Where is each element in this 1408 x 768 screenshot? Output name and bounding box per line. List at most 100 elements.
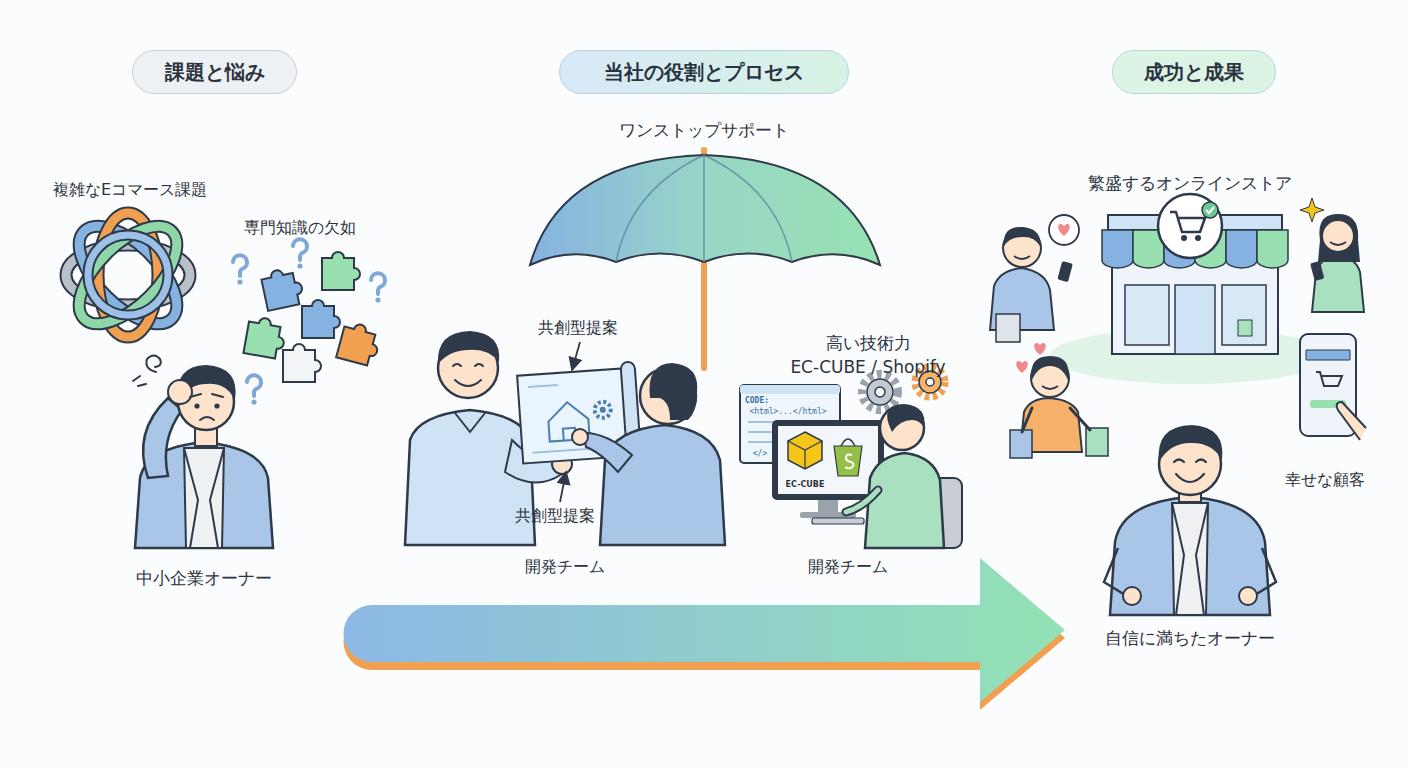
front-monitor — [845, 454, 854, 468]
umbrella — [530, 155, 880, 265]
mobile-store — [1337, 402, 1366, 440]
puzzle-pieces — [302, 300, 340, 338]
header-text: 課題と悩み — [165, 59, 265, 86]
front-monitor — [818, 500, 838, 514]
developer — [887, 404, 924, 432]
blueprint — [594, 401, 611, 418]
worried-owner — [184, 448, 224, 548]
worried-owner — [194, 403, 199, 408]
leader-arrow — [560, 342, 580, 502]
consultant — [455, 413, 485, 432]
worried-owner — [184, 448, 224, 548]
happy-customer — [990, 198, 1364, 458]
happy-customer — [1330, 242, 1346, 245]
happy-customer — [1310, 261, 1324, 281]
front-monitor — [834, 446, 862, 476]
front-monitor — [788, 441, 822, 469]
developer — [812, 404, 962, 548]
tangled-knot — [88, 235, 168, 315]
mobile-store — [1316, 372, 1342, 386]
worried-owner — [214, 403, 219, 408]
tangled-knot — [88, 235, 168, 315]
client — [583, 433, 632, 472]
code-monitor — [740, 385, 840, 394]
happy-customer — [996, 314, 1020, 342]
happy-customer — [1042, 386, 1058, 389]
worried-owner — [190, 394, 223, 420]
online-store — [1238, 320, 1252, 336]
leader-arrow — [572, 342, 580, 370]
caption-label: 繁盛するオンラインストア — [1088, 172, 1292, 195]
happy-customer — [1004, 227, 1040, 246]
caption-label: ワンストップサポート — [619, 119, 789, 142]
confident-owner — [1172, 503, 1208, 615]
process-arrow — [344, 558, 1066, 702]
happy-customer — [1049, 215, 1079, 245]
puzzle-pieces — [243, 252, 382, 382]
happy-customer — [1086, 428, 1108, 456]
online-store — [1257, 230, 1288, 268]
header-text: 成功と成果 — [1144, 59, 1244, 86]
puzzle-pieces — [322, 252, 360, 290]
consultant — [438, 331, 499, 364]
client — [649, 363, 697, 420]
umbrella — [616, 155, 792, 262]
confident-owner — [1174, 460, 1206, 483]
process-arrow — [344, 558, 1066, 710]
online-store — [1158, 194, 1222, 258]
caption-label: 中小企業オーナー — [136, 567, 272, 590]
puzzle-pieces — [283, 344, 321, 382]
caption-label: 共創型提案 — [515, 506, 595, 527]
developer — [846, 490, 878, 512]
confident-owner — [1104, 425, 1276, 615]
confident-owner — [1172, 503, 1208, 615]
gear-icon — [867, 379, 893, 405]
tangled-knot — [63, 210, 193, 340]
online-store — [1202, 202, 1218, 218]
caption-label: 共創型提案 — [538, 318, 618, 339]
developer — [846, 490, 878, 512]
confident-owner — [1159, 425, 1223, 462]
leader-arrow — [560, 472, 566, 502]
worried-owner — [133, 356, 161, 387]
happy-customer — [1322, 220, 1354, 252]
online-store — [1112, 258, 1278, 354]
happy-customer — [1300, 198, 1324, 222]
happy-customer — [1034, 343, 1046, 355]
puzzle-pieces — [260, 266, 305, 311]
caption-label: 専門知識の欠如 — [244, 218, 356, 239]
confident-owner — [1123, 587, 1141, 605]
online-store — [1125, 285, 1169, 345]
mobile-store — [1300, 334, 1366, 440]
puzzle-pieces — [243, 316, 287, 360]
tangled-knot — [63, 210, 193, 340]
client — [572, 429, 588, 445]
header-text: 当社の役割とプロセス — [604, 59, 804, 86]
gear-icon — [926, 378, 934, 386]
question-mark — [247, 375, 261, 404]
question-mark — [371, 273, 385, 302]
caption-label: 開発チーム — [808, 557, 888, 578]
online-store — [1102, 230, 1133, 268]
tangled-knot — [63, 210, 193, 340]
tangled-knot — [63, 210, 193, 340]
caption-label: 高い技術力 — [826, 332, 911, 355]
happy-customer — [1022, 408, 1090, 432]
happy-customer — [1058, 224, 1070, 236]
question-mark — [233, 239, 385, 404]
puzzle-pieces — [336, 321, 383, 368]
online-store — [1206, 207, 1214, 213]
online-store — [1170, 212, 1205, 232]
online-store — [1226, 230, 1257, 268]
caption-label: EC-CUBE — [786, 480, 825, 489]
caption-label: 幸せな顧客 — [1285, 470, 1365, 491]
happy-customer — [1057, 261, 1073, 282]
confident-owner — [1239, 587, 1257, 605]
online-store — [1181, 235, 1187, 241]
caption-label: 開発チーム — [525, 557, 605, 578]
front-monitor — [788, 432, 822, 469]
